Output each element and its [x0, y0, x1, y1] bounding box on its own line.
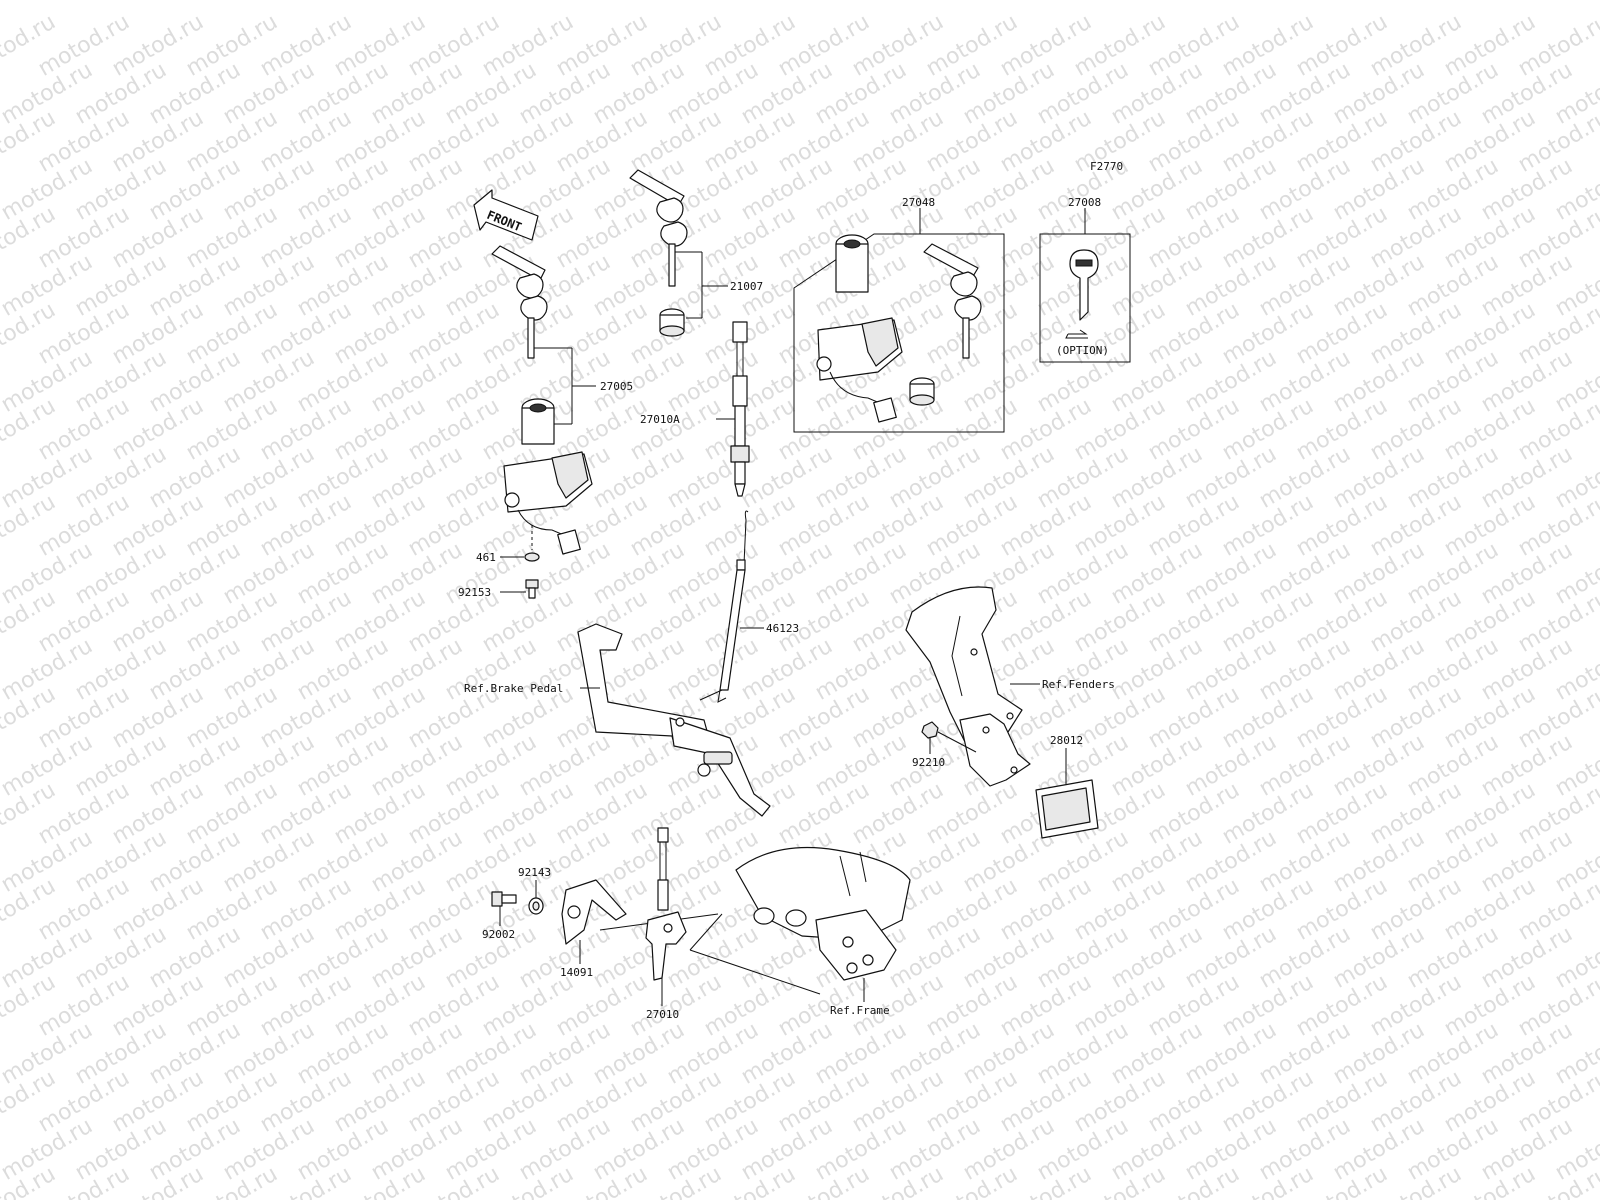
front-arrow-icon: FRONT — [473, 189, 539, 241]
part-label-27005: 27005 — [600, 380, 633, 393]
part-label-14091: 14091 — [560, 966, 593, 979]
ref-label-fenders: Ref.Fenders — [1042, 678, 1115, 691]
part-label-46123: 46123 — [766, 622, 799, 635]
rear-fender-icon — [905, 586, 1031, 787]
assembly-cap-icon — [909, 377, 935, 406]
option-label: (OPTION) — [1056, 344, 1109, 357]
ignition-switch-icon — [503, 398, 593, 555]
assembly-27048-box — [793, 233, 1005, 433]
part-label-27048: 27048 — [902, 196, 935, 209]
key-blank-icon — [629, 169, 688, 287]
reflector-28012-icon — [1035, 779, 1099, 839]
brake-pedal-icon — [577, 623, 771, 817]
ref-label-brake-pedal: Ref.Brake Pedal — [464, 682, 563, 695]
figure-code: F2770 — [1090, 160, 1123, 173]
part-label-21007: 21007 — [730, 280, 763, 293]
part-label-27010: 27010 — [646, 1008, 679, 1021]
front-brake-switch-icon — [645, 827, 687, 981]
washer-461-icon — [524, 552, 540, 562]
bolt-92002-icon — [491, 891, 517, 907]
cover-14091-icon — [561, 879, 627, 945]
part-label-28012: 28012 — [1050, 734, 1083, 747]
frame-section-icon — [735, 846, 911, 981]
part-label-92153: 92153 — [458, 586, 491, 599]
part-label-92002: 92002 — [482, 928, 515, 941]
nut-92210-icon — [921, 721, 939, 739]
part-label-27010A: 27010A — [640, 413, 680, 426]
lock-cap-icon — [659, 308, 685, 337]
part-label-92210: 92210 — [912, 756, 945, 769]
part-label-27008: 27008 — [1068, 196, 1101, 209]
ignition-key-icon — [491, 245, 548, 359]
spring-46123-icon — [717, 510, 749, 703]
brake-light-switch-icon — [730, 321, 750, 497]
ref-label-frame: Ref.Frame — [830, 1004, 890, 1017]
bolt-92153-icon — [525, 579, 539, 599]
assembly-key-icon — [923, 243, 982, 359]
part-label-461: 461 — [476, 551, 496, 564]
part-label-92143: 92143 — [518, 866, 551, 879]
assembly-switch-icon — [816, 234, 903, 423]
option-key-icon — [1065, 249, 1099, 339]
